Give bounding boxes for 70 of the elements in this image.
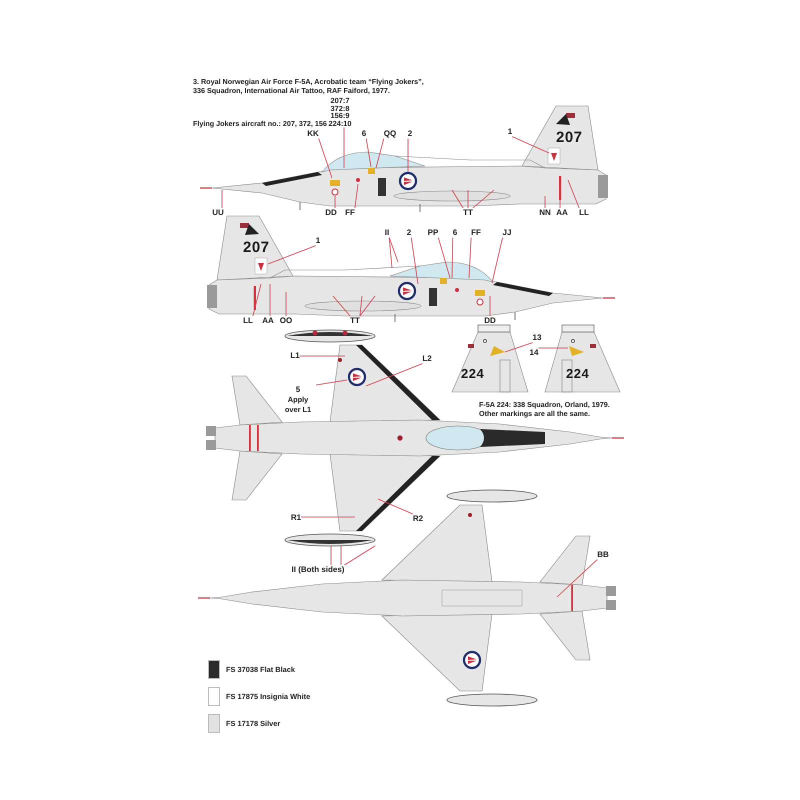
leader-line [452, 237, 454, 278]
callout-label: 2 [408, 129, 412, 139]
callout-label: R1 [290, 513, 302, 523]
aircraft-bottom-view-drawing [198, 490, 616, 706]
leader-line [360, 296, 362, 316]
tail-fin-drawing [452, 324, 528, 392]
leader-line [556, 559, 598, 598]
callout-label: 1 [508, 127, 512, 137]
leader-line [376, 138, 384, 168]
leader-line [410, 237, 418, 284]
callout-label: FF [471, 228, 481, 238]
callout-label: TT [463, 208, 473, 218]
callout-label: 14 [530, 348, 538, 358]
callout-label: AA [262, 316, 274, 326]
callout-label: AA [556, 208, 568, 218]
leader-line [378, 498, 414, 514]
leader-line [438, 237, 450, 278]
callout-label: KK [307, 129, 319, 139]
callout-label: NN [539, 208, 551, 218]
callout-label: 6 [362, 129, 366, 139]
callout-label: PP [428, 228, 438, 238]
leader-line [318, 138, 332, 178]
leader-line [360, 296, 376, 316]
leader-line [344, 546, 376, 566]
leader-line [332, 296, 350, 316]
leader-line [472, 190, 494, 208]
leader-line [252, 284, 262, 316]
leader-line [354, 184, 358, 208]
tail-fin-drawing [544, 324, 620, 392]
leader-line [300, 516, 356, 518]
callout-label: 6 [452, 228, 458, 238]
callout-label: UU [212, 208, 224, 218]
leader-line [334, 196, 336, 208]
callout-label: L2 [422, 354, 432, 364]
leader-line [452, 190, 464, 208]
leader-line [544, 196, 546, 208]
aircraft-number: 207 [556, 130, 583, 145]
callout-label: DD [484, 316, 496, 326]
aircraft-number: 224 [461, 367, 484, 380]
callout-number: 5 [296, 385, 300, 395]
callout-label: R2 [412, 514, 424, 524]
aircraft-number: 224 [566, 367, 590, 380]
aircraft-number: 207 [243, 240, 270, 255]
callout-label: 2 [406, 228, 412, 238]
leader-line [316, 380, 348, 386]
leader-line [492, 237, 503, 284]
leader-line [468, 237, 472, 278]
callout-label: TT [350, 316, 360, 326]
leader-line [330, 546, 332, 566]
leader-line [340, 546, 342, 566]
leader-line [512, 136, 550, 154]
leader-line [366, 138, 372, 168]
aircraft-side-view-drawing [207, 216, 615, 322]
callout-label: LL [579, 208, 589, 218]
callout-label: II [384, 228, 390, 238]
leader-line [388, 237, 392, 268]
callout-label: OO [280, 316, 292, 326]
callout-label: DD [325, 208, 337, 218]
leader-line [366, 363, 423, 386]
callout-label: FF [345, 208, 355, 218]
callout-label: 1 [316, 236, 320, 246]
callout-label: LL [243, 316, 253, 326]
leader-line [504, 342, 533, 352]
leader-line [388, 237, 398, 262]
callout-label: BB [597, 550, 609, 560]
callout-label: 13 [532, 333, 542, 343]
leader-line [568, 180, 580, 208]
callout-label: JJ [502, 228, 512, 238]
callout-label: L1 [290, 351, 300, 361]
leader-line [268, 245, 316, 264]
